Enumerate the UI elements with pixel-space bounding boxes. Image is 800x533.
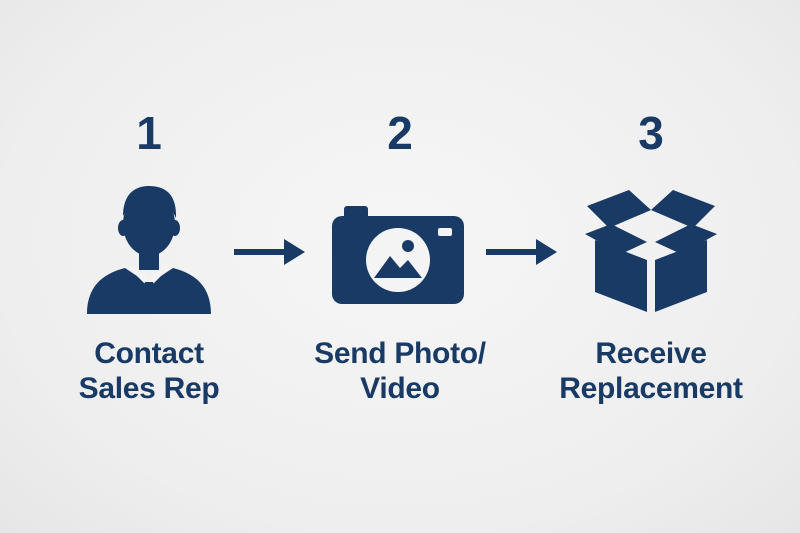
person-icon — [79, 176, 219, 316]
step-number: 1 — [136, 107, 162, 159]
step-2: 2 Send Photo/ Video — [280, 0, 520, 533]
step-label-line2: Video — [360, 372, 440, 405]
step-label-line1: Send Photo/ — [314, 337, 486, 370]
step-label-line1: Receive — [595, 337, 707, 370]
arrow-right-icon — [234, 236, 306, 268]
camera-icon — [330, 176, 470, 316]
step-label: Send Photo/ Video — [280, 336, 520, 406]
step-label-line1: Contact — [94, 337, 204, 370]
step-label: Contact Sales Rep — [29, 336, 269, 406]
arrow-right-icon — [486, 236, 558, 268]
step-number: 2 — [387, 107, 413, 159]
step-label: Receive Replacement — [531, 336, 771, 406]
step-number: 3 — [638, 107, 664, 159]
box-icon — [581, 176, 721, 316]
step-label-line2: Replacement — [559, 372, 743, 405]
step-1: 1 Contact Sales Rep — [29, 0, 269, 533]
step-3: 3 Receive Replacement — [531, 0, 771, 533]
step-label-line2: Sales Rep — [78, 372, 220, 405]
